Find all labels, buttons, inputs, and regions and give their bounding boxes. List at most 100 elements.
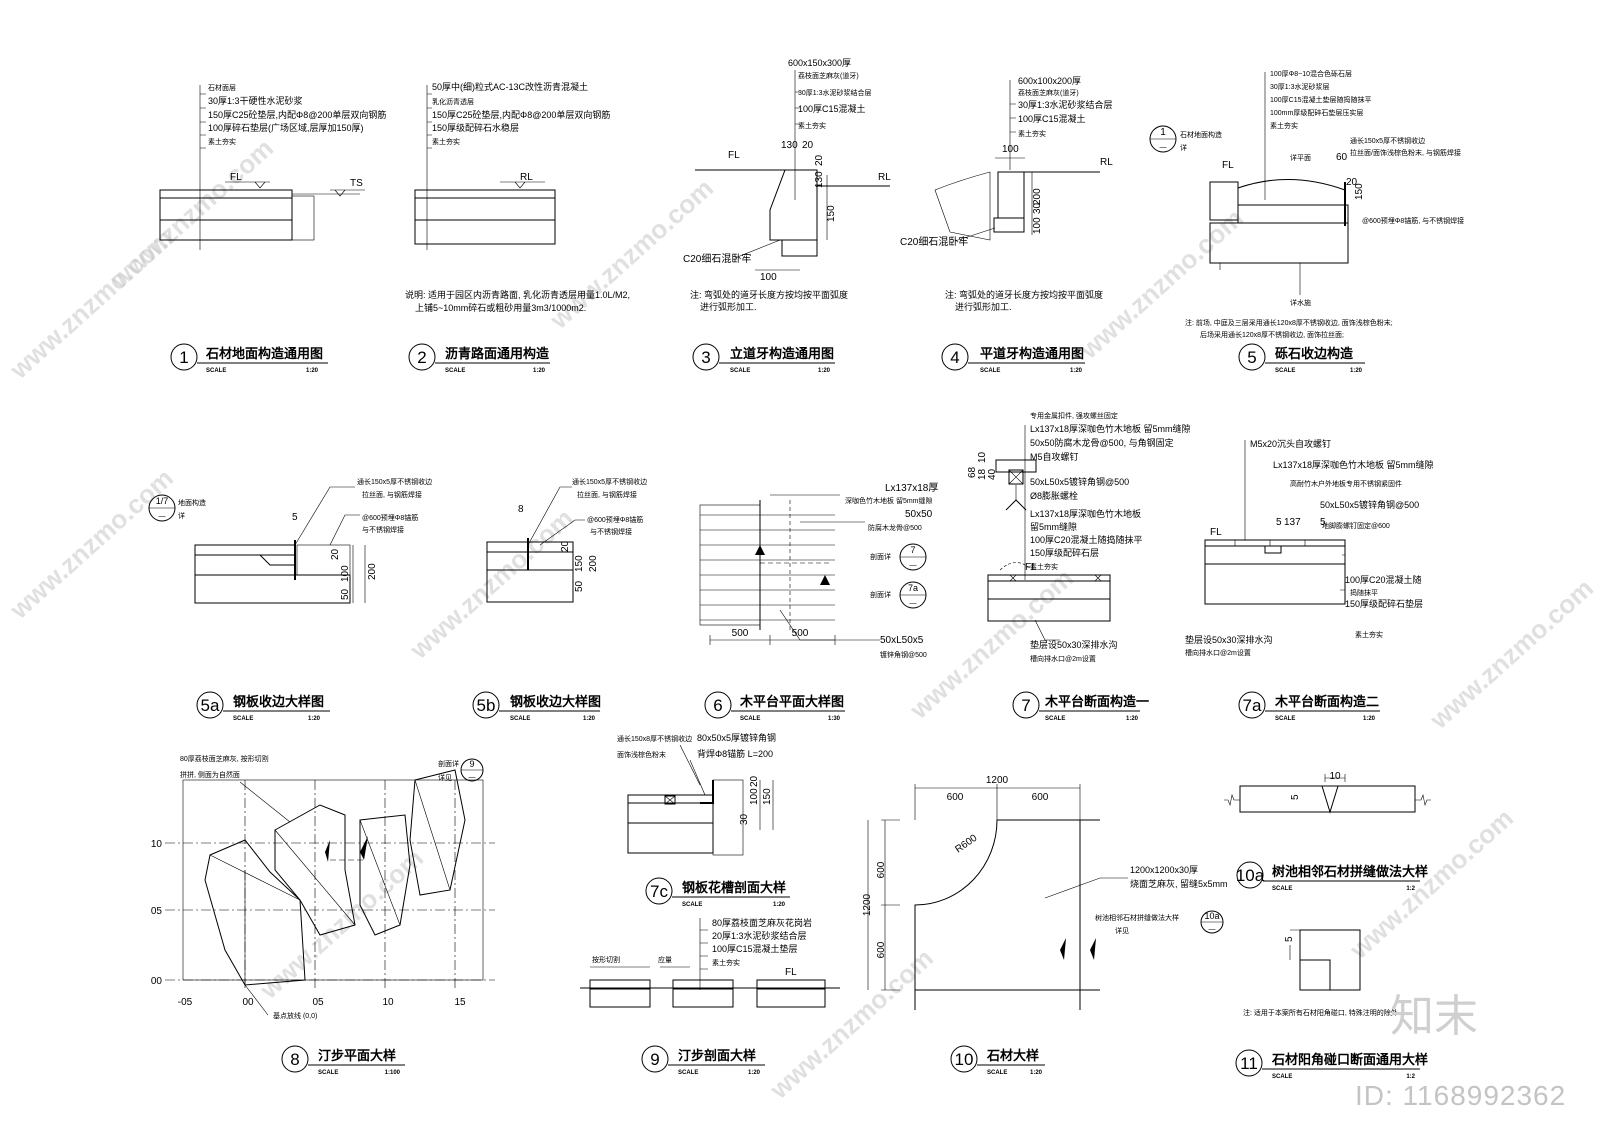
dim-text: 20 bbox=[1346, 177, 1358, 188]
scale-value: 1:20 bbox=[1363, 716, 1376, 722]
dim-text: 20 bbox=[749, 775, 760, 787]
title-block: 9 汀步剖面大样 SCALE 1:20 bbox=[641, 1045, 765, 1076]
note-text: 80厚荔枝面芝麻灰花岗岩 bbox=[712, 917, 812, 928]
watermark-text: www.znzmo.com bbox=[1073, 203, 1249, 365]
note-text: 150厚C25砼垫层,内配Φ8@200单层双向钢筋 bbox=[432, 109, 610, 120]
scale-value: 1:20 bbox=[583, 716, 596, 722]
dim-text: 150 bbox=[762, 788, 773, 805]
dim-text: 100 bbox=[749, 788, 760, 805]
mark-text: 拉丝面/面饰浅棕色粉末, 与钢筋焊接 bbox=[1350, 148, 1461, 157]
scale-label: SCALE bbox=[1272, 886, 1292, 892]
scale-value: 1:20 bbox=[1350, 368, 1363, 374]
note-text: 80x50x5厚镀锌角钢 bbox=[697, 732, 776, 743]
note-text: 50厚中(细)粒式AC-13C改性沥青混凝土 bbox=[432, 81, 588, 92]
scale-label: SCALE bbox=[987, 1070, 1007, 1076]
note-text: 100mm厚级配碎石垫层压实层 bbox=[1270, 108, 1363, 117]
dim-text: 600 bbox=[1032, 792, 1049, 803]
dim-text: 5 bbox=[1290, 794, 1301, 800]
dim-text: 1200 bbox=[862, 893, 873, 916]
detail-title: 汀步平面大样 bbox=[318, 1048, 396, 1063]
dim-text: 20 bbox=[814, 154, 825, 166]
note-text: 拉丝面, 与钢筋焊接 bbox=[362, 490, 422, 499]
mark-text: 详平面 bbox=[1290, 153, 1311, 162]
image-id-label: ID: 1168992362 bbox=[1355, 1080, 1567, 1111]
detail-4: 600x100x200厚 荔枝面芝麻灰(道牙) 30厚1:3水泥砂浆结合层 10… bbox=[900, 76, 1113, 374]
note-text: 600x100x200厚 bbox=[1018, 76, 1081, 86]
note-text: 素土夯实 bbox=[1355, 630, 1383, 639]
note-text: 留5mm缝隙 bbox=[1030, 521, 1077, 532]
detail-title: 平道牙构造通用图 bbox=[980, 346, 1084, 361]
scale-label: SCALE bbox=[740, 716, 760, 722]
scale-value: 1:2 bbox=[1406, 1074, 1415, 1080]
note-text: 素土夯实 bbox=[798, 121, 826, 130]
brand-logo: 知末 bbox=[1390, 991, 1478, 1042]
x-tick: 15 bbox=[454, 997, 466, 1008]
detail-5a: 1/7 — 地面构造 详 5 通长150x5厚不锈钢收边 拉丝面, 与钢筋焊接 … bbox=[148, 477, 432, 722]
dim-text: 100 bbox=[1032, 217, 1043, 234]
note-text: 100厚碎石垫层(广场区域,层厚加150厚) bbox=[208, 122, 364, 133]
detail-number: 10a bbox=[1236, 866, 1265, 885]
note-text: 素土夯实 bbox=[712, 958, 740, 967]
ref-number: 1/7 bbox=[156, 496, 169, 506]
ref-number: 9 bbox=[469, 759, 474, 769]
detail-number: 8 bbox=[290, 1050, 299, 1069]
title-block: 5b 钢板收边大样图 SCALE 1:20 bbox=[472, 691, 601, 722]
watermark-text: www.znzmo.com bbox=[103, 133, 279, 295]
scale-value: 1:20 bbox=[748, 1070, 761, 1076]
note-text: 荔枝面芝麻灰(道牙) bbox=[1018, 88, 1079, 97]
dim-text: 150 bbox=[574, 555, 585, 572]
note-text: 槽向排水口@2m设置 bbox=[1185, 648, 1251, 657]
y-tick: 00 bbox=[151, 976, 163, 987]
note-text: 树池相邻石材拼缝做法大样 bbox=[1095, 913, 1179, 922]
note-text: 素土夯实 bbox=[1030, 562, 1058, 571]
detail-number: 7c bbox=[650, 882, 668, 901]
dim-text: 130 bbox=[814, 171, 825, 188]
scale-label: SCALE bbox=[730, 368, 750, 374]
note-text: 详见 bbox=[1115, 926, 1129, 935]
remark-text: 说明: 适用于园区内沥青路面, 乳化沥青透层用量1.0L/M2, bbox=[405, 289, 630, 300]
dim-text: 30 bbox=[739, 813, 750, 825]
note-text: Ø8膨胀螺栓 bbox=[1030, 490, 1078, 501]
dim-text: 68 bbox=[967, 466, 978, 478]
fl-mark: FL bbox=[230, 172, 242, 183]
note-text: @600预埋Φ8锚筋 bbox=[362, 513, 418, 522]
title-block: 7 木平台断面构造一 SCALE 1:20 bbox=[1012, 691, 1149, 722]
fl-mark: FL bbox=[1025, 562, 1037, 573]
watermark-text: www.znzmo.com bbox=[3, 463, 179, 625]
note-text: 50xL50x5 bbox=[880, 635, 924, 646]
fl-mark: FL bbox=[728, 150, 740, 161]
remark-text: 上铺5~10mm碎石或粗砂用量3m3/1000m2. bbox=[415, 302, 586, 313]
note-text: 100厚C20混凝土随 bbox=[1345, 574, 1422, 585]
detail-10: 1200 600 600 600 1200 600 R600 1200x1200… bbox=[862, 775, 1228, 1076]
scale-value: 1:20 bbox=[773, 902, 786, 908]
note-text: 垫层设50x30深排水沟 bbox=[1185, 634, 1273, 645]
remark-text: 进行弧形加工. bbox=[955, 301, 1012, 312]
x-tick: -05 bbox=[178, 997, 193, 1008]
detail-8: 80厚荔枝面芝麻灰, 按形切割 拼拼, 侧面为自然面 剖面详 详见 基点放线 (… bbox=[151, 754, 495, 1076]
detail-number: 4 bbox=[950, 348, 959, 367]
note-text: M5自攻螺钉 bbox=[1030, 451, 1079, 462]
scale-label: SCALE bbox=[678, 1070, 698, 1076]
dim-text: 200 bbox=[367, 563, 378, 580]
dim-text: 20 bbox=[330, 548, 341, 560]
dim-text: 500 bbox=[732, 628, 749, 639]
note-text: 30厚1:3水泥砂浆层 bbox=[1270, 82, 1330, 91]
note-text: 详见 bbox=[438, 773, 452, 782]
note-text: 拼拼, 侧面为自然面 bbox=[180, 770, 240, 779]
note-text: 垫层设50x30深排水沟 bbox=[1030, 639, 1118, 650]
note-text: Lx137x18厚 bbox=[885, 482, 938, 494]
ref-number: 7 bbox=[910, 545, 915, 555]
mark-text: 按形切割 bbox=[592, 955, 620, 964]
title-block: 8 汀步平面大样 SCALE 1:100 bbox=[281, 1045, 405, 1076]
note-text: 荔枝面芝麻灰(道牙) bbox=[798, 71, 859, 80]
remark-text: 注: 适用于本案所有石材阳角碰口, 特殊注明的除外. bbox=[1243, 1008, 1400, 1017]
title-block: 3 立道牙构造通用图 SCALE 1:20 bbox=[692, 343, 835, 374]
scale-label: SCALE bbox=[206, 368, 226, 374]
detail-title: 沥青路面通用构造 bbox=[445, 346, 550, 361]
note-text: 剖面详 bbox=[438, 759, 459, 768]
dim-text: 5 bbox=[1320, 517, 1326, 528]
scale-value: 1:20 bbox=[1070, 368, 1083, 374]
detail-3: 600x150x300厚 荔枝面芝麻灰(道牙) 30厚1:3水泥砂浆结合层 10… bbox=[683, 58, 891, 374]
remark-text: 进行弧形加工. bbox=[700, 301, 757, 312]
title-block: 5a 钢板收边大样图 SCALE 1:20 bbox=[196, 691, 330, 722]
